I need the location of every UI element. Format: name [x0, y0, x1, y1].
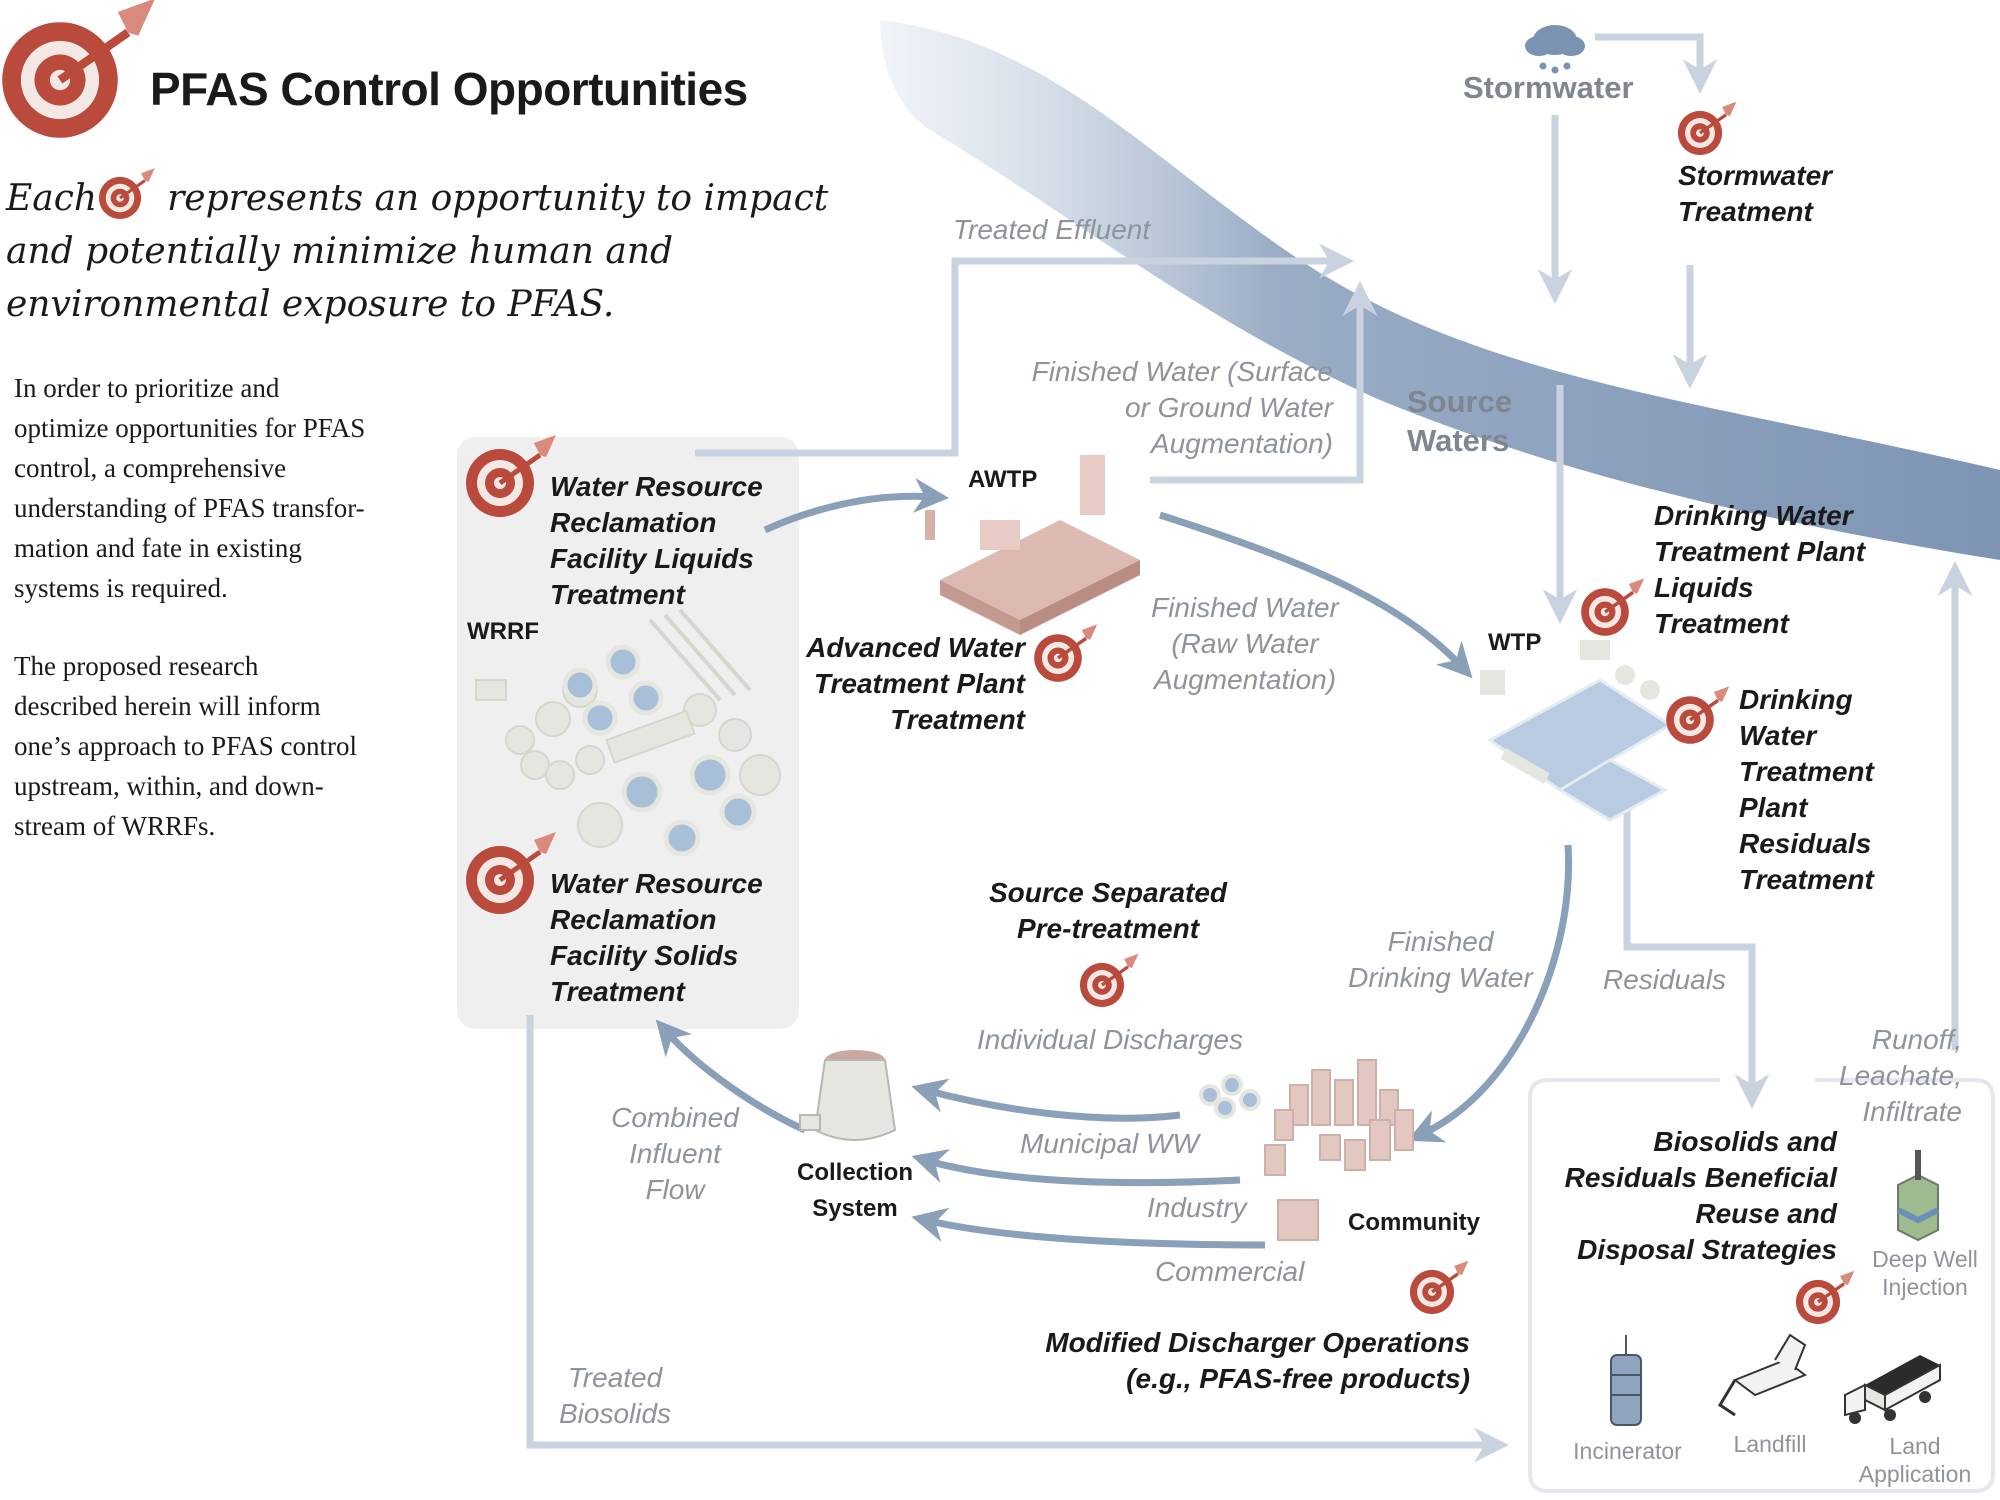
clarifier-icons — [562, 644, 757, 857]
treated-biosolids-label: Treated Biosolids — [558, 1362, 672, 1429]
biosolids-strategies-label: Biosolids and Residuals Beneficial Reuse… — [1564, 1126, 1837, 1265]
collection-system-label: Collection System — [796, 1159, 913, 1222]
collection-to-wrrf-arrow — [655, 1019, 807, 1134]
dwtp-liquids-label: Drinking Water Treatment Plant Liquids T… — [1654, 500, 1866, 639]
source-waters-label: Source Waters — [1407, 384, 1513, 458]
intro-line-1: Each represents an opportunity to impact — [6, 172, 828, 225]
wrrf-liquids-label: Water Resource Reclamation Facility Liqu… — [550, 471, 763, 610]
target-icon — [1579, 576, 1646, 638]
awtp-to-wtp-arrow — [1158, 511, 1473, 679]
community-label: Community — [1348, 1209, 1480, 1236]
industry-label: Industry — [1147, 1192, 1247, 1223]
intro-line-3: environmental exposure to PFAS. — [6, 284, 615, 325]
modified-discharger-label: Modified Discharger Operations (e.g., PF… — [1045, 1327, 1470, 1394]
community-city-icon — [1264, 1059, 1414, 1241]
wtp-plant-icon — [1480, 640, 1673, 822]
residuals-label: Residuals — [1603, 964, 1726, 995]
intro-each: Each — [6, 178, 98, 219]
page-title: PFAS Control Opportunities — [150, 63, 748, 115]
treated-biosolids-arrow — [526, 1015, 1509, 1463]
target-icon — [1664, 684, 1731, 746]
wrrf-label: WRRF — [467, 618, 539, 645]
target-icon — [1078, 952, 1141, 1009]
land-application-label: Land Application — [1858, 1433, 1972, 1487]
landfill-excavator-icon — [1717, 1333, 1808, 1417]
wrrf-solids-label: Water Resource Reclamation Facility Soli… — [550, 868, 763, 1007]
landfill-label: Landfill — [1733, 1431, 1807, 1457]
deep-well-injection-label: Deep Well Injection — [1872, 1246, 1978, 1300]
collection-system-icon — [799, 1050, 897, 1141]
disposal-box — [1528, 1078, 1995, 1493]
wtp-label: WTP — [1488, 629, 1542, 656]
target-icon — [1408, 1259, 1471, 1316]
individual-discharges-label: Individual Discharges — [976, 1024, 1244, 1055]
target-icon — [1676, 100, 1739, 157]
awtp-building-icon — [925, 455, 1140, 635]
paragraph-1: In order to prioritize and optimize oppo… — [14, 373, 366, 603]
river — [880, 20, 2000, 560]
industry-arrow — [911, 1149, 1241, 1187]
stormwater-to-treatment-arrow — [1595, 33, 1718, 94]
paragraph-2: The proposed research described herein w… — [14, 651, 357, 841]
stormwater-treatment-label: Stormwater Treatment — [1678, 160, 1833, 227]
source-separated-label: Source Separated Pre-treatment — [988, 877, 1228, 944]
residuals-arrow — [1623, 800, 1770, 1109]
runoff-label: Runoff, Leachate, Infiltrate — [1839, 1024, 1962, 1127]
combined-influent-label: Combined Influent Flow — [611, 1102, 739, 1205]
awtp-treatment-label: Advanced Water Treatment Plant Treatment — [806, 632, 1025, 735]
commercial-arrow — [911, 1207, 1266, 1249]
community-ponds-icon — [1199, 1074, 1261, 1119]
wtp-to-community-arrow — [1407, 844, 1573, 1143]
incinerator-label: Incinerator — [1573, 1438, 1682, 1464]
wrrf-facility-icon — [475, 608, 781, 848]
dwtp-residuals-label: Drinking Water Treatment Plant Residuals… — [1739, 684, 1874, 895]
header-target-icon — [2, 0, 155, 138]
land-application-truck-icon — [1844, 1355, 1941, 1424]
intro-rest: represents an opportunity to impact — [167, 178, 829, 219]
treated-effluent-arrow — [695, 243, 1354, 457]
finished-drinking-label: Finished Drinking Water — [1348, 926, 1533, 993]
finished-raw-label: Finished Water (Raw Water Augmentation) — [1151, 592, 1339, 695]
incinerator-icon — [1610, 1335, 1642, 1426]
finished-surface-arrow — [1150, 281, 1378, 484]
deep-well-injection-icon — [1896, 1150, 1940, 1242]
finished-surface-label: Finished Water (Surface or Ground Water … — [1031, 356, 1333, 459]
stormwater-label: Stormwater — [1463, 70, 1634, 105]
municipal-ww-arrow — [911, 1078, 1181, 1122]
intro-line-2: and potentially minimize human and — [6, 231, 674, 272]
target-icon — [1032, 622, 1099, 684]
rain-cloud-icon — [1525, 25, 1585, 74]
awtp-label: AWTP — [968, 466, 1038, 493]
municipal-ww-label: Municipal WW — [1020, 1128, 1199, 1159]
treated-effluent-label: Treated Effluent — [953, 214, 1151, 245]
commercial-label: Commercial — [1155, 1256, 1305, 1287]
target-icon — [1794, 1269, 1857, 1326]
wrrf-to-awtp-arrow — [763, 478, 949, 534]
